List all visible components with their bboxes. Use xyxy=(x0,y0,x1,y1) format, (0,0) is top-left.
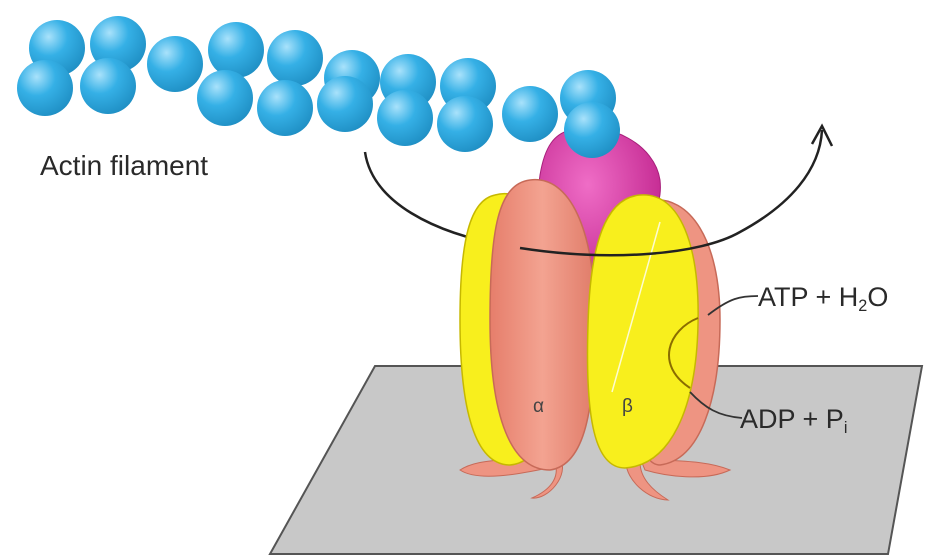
adp-label-subscript: i xyxy=(844,419,848,437)
adp-label-text: ADP + P xyxy=(740,404,844,434)
actin-bead xyxy=(147,36,203,92)
actin-bead xyxy=(80,58,136,114)
beta-subunit-label: β xyxy=(622,396,633,418)
actin-bead xyxy=(267,30,323,86)
actin-bead xyxy=(564,102,620,158)
actin-bead xyxy=(208,22,264,78)
actin-bead xyxy=(197,70,253,126)
alpha-subunit-front xyxy=(490,180,595,470)
actin-bead xyxy=(502,86,558,142)
atp-label-text: ATP + H xyxy=(758,282,858,312)
actin-bead xyxy=(437,96,493,152)
actin-bead xyxy=(17,60,73,116)
actin-bead xyxy=(257,80,313,136)
actin-bead xyxy=(317,76,373,132)
actin-filament xyxy=(17,16,620,158)
atp-water-label: ATP + H2O xyxy=(758,282,888,316)
atp-label-suffix: O xyxy=(867,282,888,312)
adp-phosphate-label: ADP + Pi xyxy=(740,404,847,438)
actin-filament-label: Actin filament xyxy=(40,150,208,182)
actin-bead xyxy=(377,90,433,146)
alpha-subunit-label: α xyxy=(533,396,544,418)
atp-label-subscript: 2 xyxy=(858,297,867,315)
